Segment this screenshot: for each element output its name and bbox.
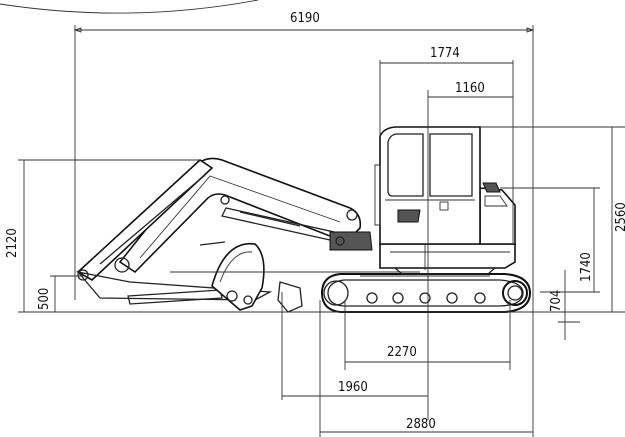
dim-counterweight-height: 1740 xyxy=(579,252,594,282)
dim-dig-height: 2120 xyxy=(5,228,20,258)
dim-bucket-height: 500 xyxy=(37,288,52,310)
track-roller xyxy=(446,292,458,304)
operator-cab xyxy=(374,126,481,245)
partial-arc-top xyxy=(0,0,259,14)
cab-window-side xyxy=(429,133,473,197)
track-assembly xyxy=(320,273,532,313)
bucket xyxy=(199,241,303,313)
dim-clearance: 704 xyxy=(549,290,564,312)
dim-track-length: 2270 xyxy=(387,345,417,360)
dim-track-overall: 2880 xyxy=(406,417,436,432)
dimension-lines xyxy=(18,25,625,437)
dimension-labels: 6190 1774 1160 2120 500 2560 1740 704 22… xyxy=(5,11,625,432)
idler-wheel xyxy=(323,280,349,306)
upper-structure xyxy=(379,243,516,275)
track-roller xyxy=(419,292,431,304)
track-roller xyxy=(366,292,378,304)
dim-cab-rear-front: 1774 xyxy=(430,46,460,61)
boom-arm xyxy=(118,157,362,274)
dipper-arm xyxy=(76,158,273,305)
drive-sprocket xyxy=(502,280,528,306)
dim-overall-height: 2560 xyxy=(614,202,625,232)
dim-overall-length: 6190 xyxy=(290,11,320,26)
dim-cab-rear-center: 1160 xyxy=(455,81,485,96)
dim-front-reach: 1960 xyxy=(338,380,368,395)
cab-window-front xyxy=(387,133,424,197)
door-handle xyxy=(374,164,381,226)
arm-cylinder xyxy=(127,289,223,305)
track-roller xyxy=(474,292,486,304)
exhaust-cap xyxy=(482,182,501,193)
track-roller xyxy=(392,292,404,304)
dozer-blade xyxy=(277,281,303,313)
excavator-machine xyxy=(76,126,532,313)
